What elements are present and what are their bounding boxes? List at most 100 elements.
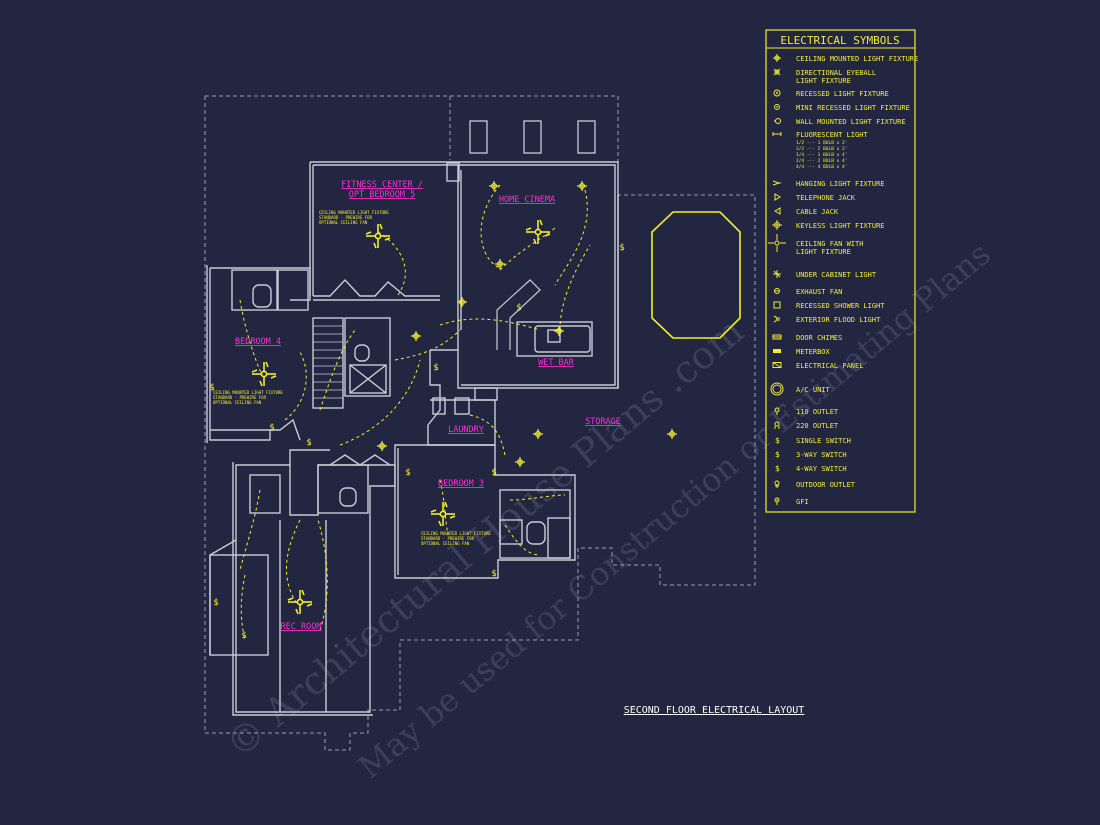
legend-row: CABLE JACK: [774, 207, 839, 216]
legend-label: OUTDOOR OUTLET: [796, 481, 856, 489]
legend-row: CEILING MOUNTED LIGHT FIXTURE: [773, 54, 918, 63]
legend-row: $ SINGLE SWITCH: [775, 436, 851, 445]
legend-label: SINGLE SWITCH: [796, 437, 851, 445]
room-label-storage: STORAGE: [585, 417, 621, 427]
legend-row: RECESSED SHOWER LIGHT: [773, 301, 885, 310]
legend-row: METERBOX: [773, 348, 831, 356]
fan-note-bedroom-4: CEILING MOUNTED LIGHT FIXTURE STANDARD -…: [213, 390, 283, 405]
legend-row: RECESSED LIGHT FIXTURE: [773, 89, 889, 98]
fan-note-bedroom-3: CEILING MOUNTED LIGHT FIXTURE STANDARD -…: [421, 531, 491, 546]
gfi-icon: [774, 497, 780, 505]
fan-note-line: CEILING MOUNTED LIGHT FIXTURE: [421, 531, 491, 536]
legend-label: CEILING FAN WITH: [796, 240, 863, 248]
legend-label: DIRECTIONAL EYEBALL: [796, 69, 876, 77]
legend-label: EXTERIOR FLOOD LIGHT: [796, 316, 881, 324]
legend-label: MINI RECESSED LIGHT FIXTURE: [796, 104, 910, 112]
legend-title: ELECTRICAL SYMBOLS: [780, 34, 899, 47]
watermark-line-1: © Architectural House Plans .com: [218, 308, 752, 766]
recessed-light-icon: [773, 89, 781, 97]
four-way-switch-icon: $: [775, 464, 780, 473]
hanging-light-icon: [772, 180, 781, 186]
mini-recessed-light-icon: [774, 104, 780, 110]
svg-text:$: $: [775, 450, 780, 459]
legend-row: MINI RECESSED LIGHT FIXTURE: [774, 104, 910, 112]
eyeball-light-icon: [773, 68, 781, 76]
fan-note-line: STANDARD - PREWIRE FOR: [421, 536, 475, 541]
legend-items: CEILING MOUNTED LIGHT FIXTURE DIRECTIONAL…: [768, 54, 918, 506]
room-labels: FITNESS CENTER / OPT BEDROOM 5 HOME CINE…: [235, 180, 621, 632]
legend-row: OUTDOOR OUTLET: [774, 480, 856, 489]
three-way-switch-icon: $: [775, 450, 780, 459]
legend-label: CEILING MOUNTED LIGHT FIXTURE: [796, 55, 918, 63]
legend-row: $3-WAY SWITCH: [775, 450, 847, 459]
legend-label: 220 OUTLET: [796, 422, 839, 430]
legend-label: RECESSED LIGHT FIXTURE: [796, 90, 889, 98]
legend-frame: [765, 29, 916, 513]
room-label-wet-bar: WET BAR: [538, 358, 575, 368]
legend-label: 110 OUTLET: [796, 408, 839, 416]
legend-label: 4-WAY SWITCH: [796, 465, 847, 473]
legend-label: GFI: [796, 498, 809, 506]
fan-note-line: CEILING MOUNTED LIGHT FIXTURE: [319, 210, 389, 215]
flood-light-icon: [773, 315, 780, 323]
legend-label: LIGHT FIXTURE: [796, 248, 851, 256]
legend-label: METERBOX: [796, 348, 831, 356]
outlet-220-icon: [774, 421, 780, 429]
cable-jack-icon: [774, 207, 781, 215]
legend-row: ELECTRICAL PANEL: [772, 362, 863, 370]
legend-detail: 2/2 --- 2 BULB x 2': [796, 146, 847, 152]
watermark-line-2: May be used for Construction or Estimati…: [351, 235, 998, 787]
room-label-home-cinema: HOME CINEMA: [499, 195, 555, 205]
fan-note-line: STANDARD - PREWIRE FOR: [319, 215, 373, 220]
legend-row: 110 OUTLET: [774, 407, 839, 416]
outlet-110-icon: [774, 407, 780, 415]
legend-row: TELEPHONE JACK: [774, 193, 856, 202]
outdoor-outlet-icon: [774, 480, 780, 488]
legend-label: RECESSED SHOWER LIGHT: [796, 302, 885, 310]
legend-label: LIGHT FIXTURE: [796, 77, 851, 85]
room-label-bedroom-3: BEDROOM 3: [438, 479, 484, 489]
room-label-fitness-1: FITNESS CENTER /: [341, 180, 423, 190]
exhaust-fan-icon: [774, 288, 780, 294]
legend-label: EXHAUST FAN: [796, 288, 842, 296]
legend-row: $4-WAY SWITCH: [775, 464, 847, 473]
legend-label: HANGING LIGHT FIXTURE: [796, 180, 885, 188]
under-cabinet-light-icon: [773, 270, 781, 278]
fan-notes: CEILING MOUNTED LIGHT FIXTURE STANDARD -…: [213, 210, 491, 546]
legend-row: HANGING LIGHT FIXTURE: [772, 180, 885, 188]
legend-row: GFI: [774, 497, 809, 506]
dormer-windows: [469, 120, 596, 154]
svg-text:$: $: [775, 464, 780, 473]
legend-label: KEYLESS LIGHT FIXTURE: [796, 222, 885, 230]
legend-row: EXHAUST FAN: [774, 288, 842, 296]
legend-label: DOOR CHIMES: [796, 334, 842, 342]
fan-note-line: OPTIONAL CEILING FAN: [213, 400, 262, 405]
svg-text:$: $: [775, 436, 780, 445]
legend-detail: 2/4 --- 2 BULB x 4': [796, 158, 847, 164]
keyless-light-icon: [772, 220, 782, 230]
legend-row: 220 OUTLET: [774, 421, 839, 430]
drawing-title: SECOND FLOOR ELECTRICAL LAYOUT: [624, 705, 805, 716]
legend-row: WALL MOUNTED LIGHT FIXTURE: [774, 118, 906, 126]
walls: [206, 161, 619, 716]
room-label-bedroom-4: BEDROOM 4: [235, 337, 281, 347]
legend-row: A/C UNIT: [770, 382, 831, 396]
telephone-jack-icon: [774, 193, 781, 201]
legend-label: 3-WAY SWITCH: [796, 451, 847, 459]
fan-note-fitness: CEILING MOUNTED LIGHT FIXTURE STANDARD -…: [319, 210, 389, 225]
room-label-rec-room: REC ROOM: [281, 622, 322, 632]
legend-detail: 1/4 --- 1 BULB x 4': [796, 152, 847, 158]
recessed-shower-light-icon: [773, 301, 781, 309]
meterbox-icon: [773, 349, 781, 353]
legend: ELECTRICAL SYMBOLS CEILING MOUNTED LIGHT…: [765, 29, 918, 513]
fan-note-line: STANDARD - PREWIRE FOR: [213, 395, 267, 400]
legend-row: UNDER CABINET LIGHT: [773, 270, 877, 279]
legend-label: WALL MOUNTED LIGHT FIXTURE: [796, 118, 906, 126]
electrical-wiring: [239, 184, 591, 641]
dashed-perimeter: [204, 95, 756, 751]
ac-unit-icon: [770, 382, 784, 396]
legend-detail: 4/4 --- 4 BULB x 4': [796, 164, 847, 170]
legend-detail: 1/2 --- 1 BULB x 2': [796, 140, 847, 146]
